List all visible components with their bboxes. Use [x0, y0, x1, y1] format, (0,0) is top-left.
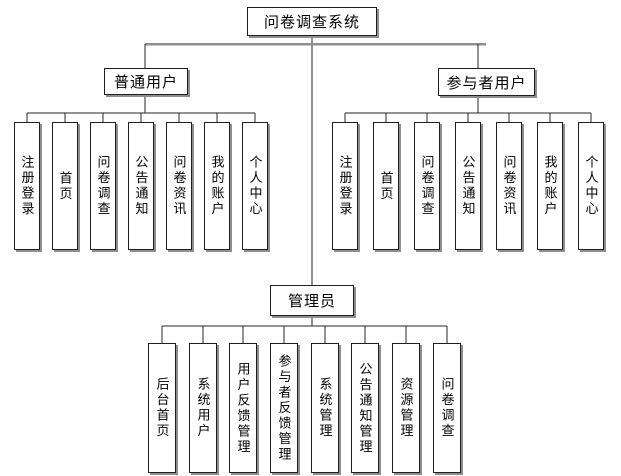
- node-regular-personal-center: 个人中心: [242, 122, 268, 250]
- node-admin-survey: 问卷调查: [433, 343, 461, 473]
- node-regular-announcements: 公告通知: [128, 122, 154, 250]
- node-regular-home: 首页: [52, 122, 78, 250]
- node-admin-backend-home: 后台首页: [148, 343, 176, 473]
- node-regular-user-label: 普通用户: [113, 75, 178, 91]
- node-admin-resource-mgmt: 资源管理: [392, 343, 420, 473]
- node-regular-user: 普通用户: [104, 68, 188, 95]
- node-admin-label: 管理员: [287, 294, 336, 310]
- node-regular-survey-info: 问卷资讯: [166, 122, 192, 250]
- node-admin-announcement-mgmt: 公告通知管理: [351, 343, 379, 473]
- node-regular-my-account: 我的账户: [204, 122, 230, 250]
- node-participant-home: 首页: [373, 122, 399, 250]
- node-participant-register-login: 注册登录: [332, 122, 358, 250]
- node-admin-participant-feedback-mgmt: 参与者反馈管理: [270, 343, 298, 473]
- node-admin-system-users: 系统用户: [189, 343, 217, 473]
- node-regular-survey: 问卷调查: [90, 122, 116, 250]
- node-survey-system: 问卷调查系统: [247, 7, 377, 36]
- node-participant-my-account: 我的账户: [537, 122, 563, 250]
- node-participant-user-label: 参与者用户: [446, 75, 527, 92]
- node-participant-survey: 问卷调查: [414, 122, 440, 250]
- node-admin-user-feedback-mgmt: 用户反馈管理: [229, 343, 257, 473]
- node-participant-user: 参与者用户: [438, 68, 535, 96]
- node-survey-system-label: 问卷调查系统: [263, 15, 360, 31]
- node-regular-register-login: 注册登录: [14, 122, 40, 250]
- node-participant-survey-info: 问卷资讯: [496, 122, 522, 250]
- node-participant-announcements: 公告通知: [455, 122, 481, 250]
- node-participant-personal-center: 个人中心: [578, 122, 604, 250]
- node-admin: 管理员: [270, 285, 354, 316]
- node-admin-system-mgmt: 系统管理: [311, 343, 339, 473]
